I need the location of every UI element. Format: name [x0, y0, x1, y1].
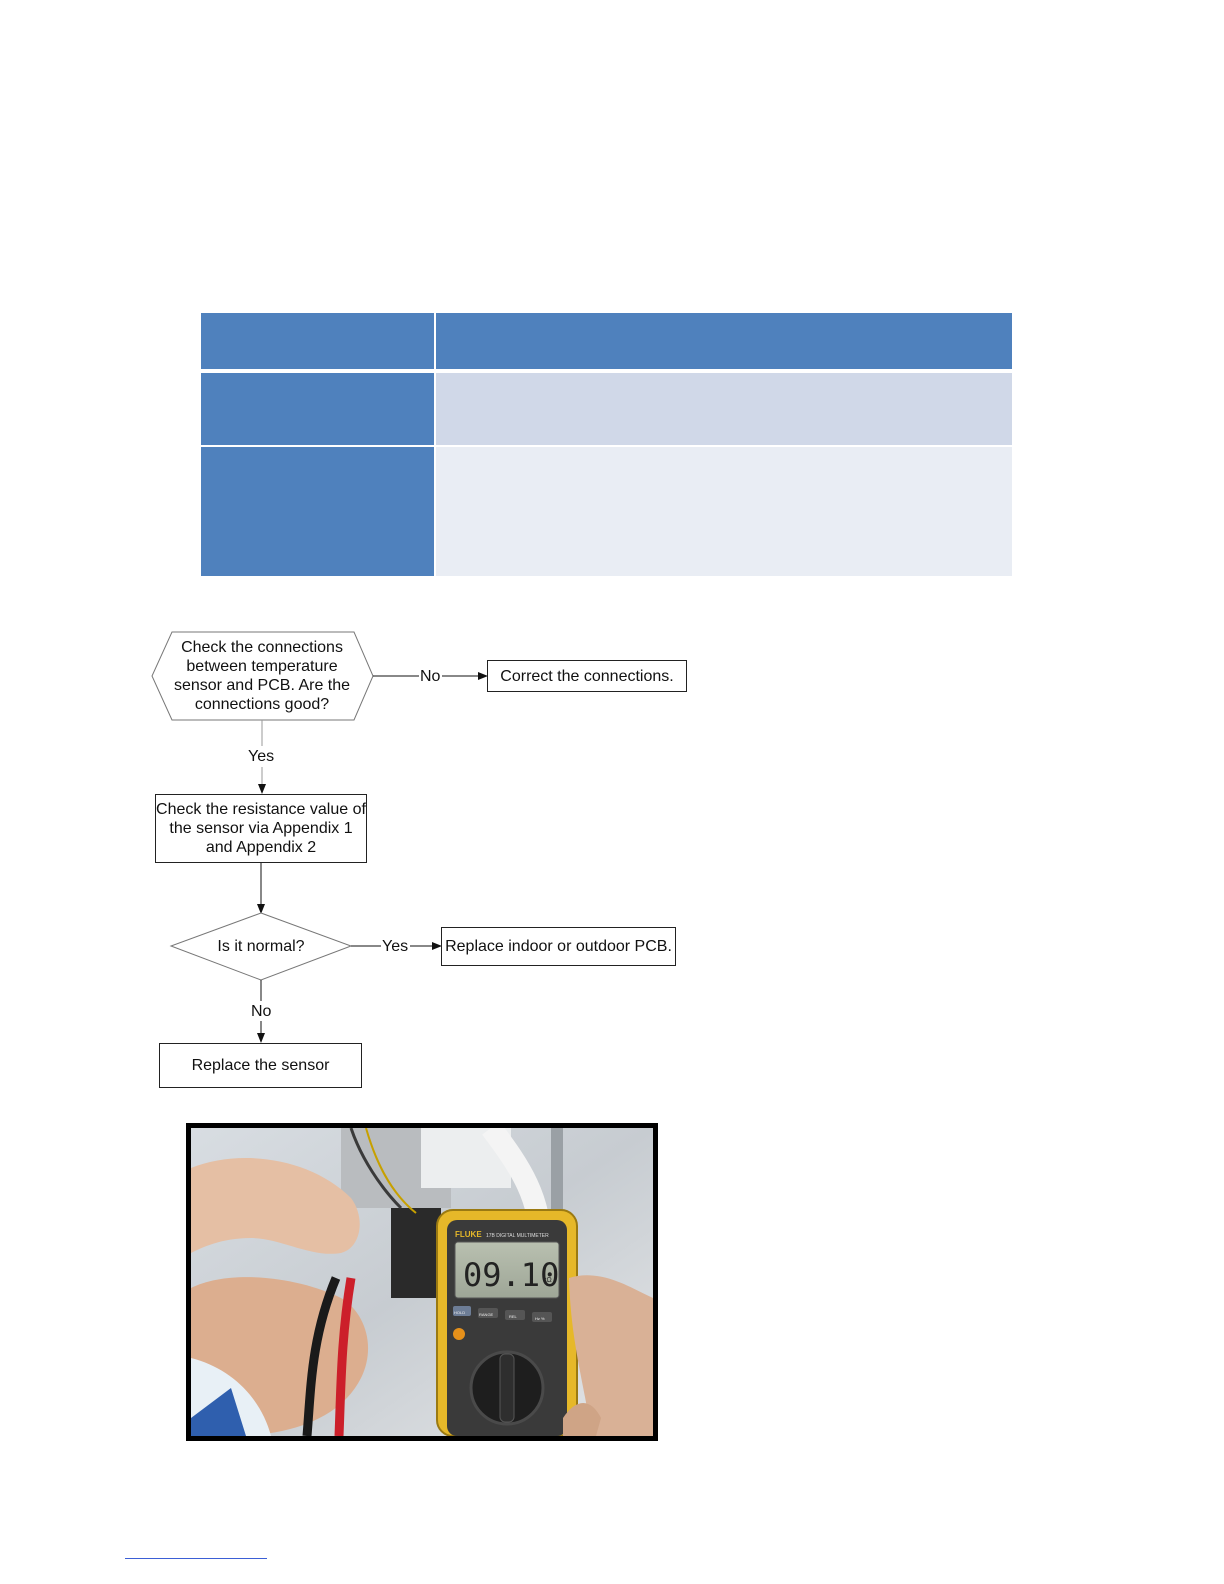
- button-range: RANGE: [479, 1312, 494, 1317]
- table-header-value-cell: [436, 313, 1012, 369]
- meter-brand: FLUKE: [455, 1230, 482, 1239]
- replace-sensor-box: Replace the sensor: [159, 1043, 362, 1088]
- decision-normal-text: Is it normal?: [191, 936, 331, 956]
- yes-label-1: Yes: [247, 747, 275, 766]
- table-row-1-label-cell: [201, 373, 434, 445]
- correct-connections-box: Correct the connections.: [487, 660, 687, 692]
- table-header-label-cell: [201, 313, 434, 369]
- button-hold: HOLD: [454, 1310, 465, 1315]
- info-table: [201, 313, 1012, 576]
- table-row-2-label-cell: [201, 447, 434, 576]
- meter-reading: 09.10: [463, 1256, 559, 1294]
- no-label-1: No: [419, 667, 441, 686]
- button-rel: REL: [509, 1314, 518, 1319]
- table-row-2-value-cell: [436, 447, 1012, 576]
- multimeter-photo: FLUKE 17B DIGITAL MULTIMETER 09.10 kΩ HO…: [186, 1123, 658, 1441]
- no-label-2: No: [250, 1002, 272, 1021]
- button-hz: Hz %: [535, 1316, 545, 1321]
- yes-label-2: Yes: [381, 937, 409, 956]
- meter-model: 17B DIGITAL MULTIMETER: [486, 1233, 549, 1239]
- meter-orange-button: [453, 1328, 465, 1340]
- footer-underline: [125, 1558, 267, 1559]
- check-resistance-box: Check the resistance value of the sensor…: [155, 794, 367, 863]
- start-decision-shape: [152, 632, 373, 720]
- replace-pcb-box: Replace indoor or outdoor PCB.: [441, 927, 676, 966]
- decision-normal-shape: [171, 913, 351, 980]
- start-decision-text: Check the connections between temperatur…: [172, 634, 352, 718]
- multimeter-illustration: FLUKE 17B DIGITAL MULTIMETER 09.10 kΩ HO…: [191, 1128, 653, 1436]
- meter-unit: kΩ: [543, 1277, 552, 1284]
- table-row-1-value-cell: [436, 373, 1012, 445]
